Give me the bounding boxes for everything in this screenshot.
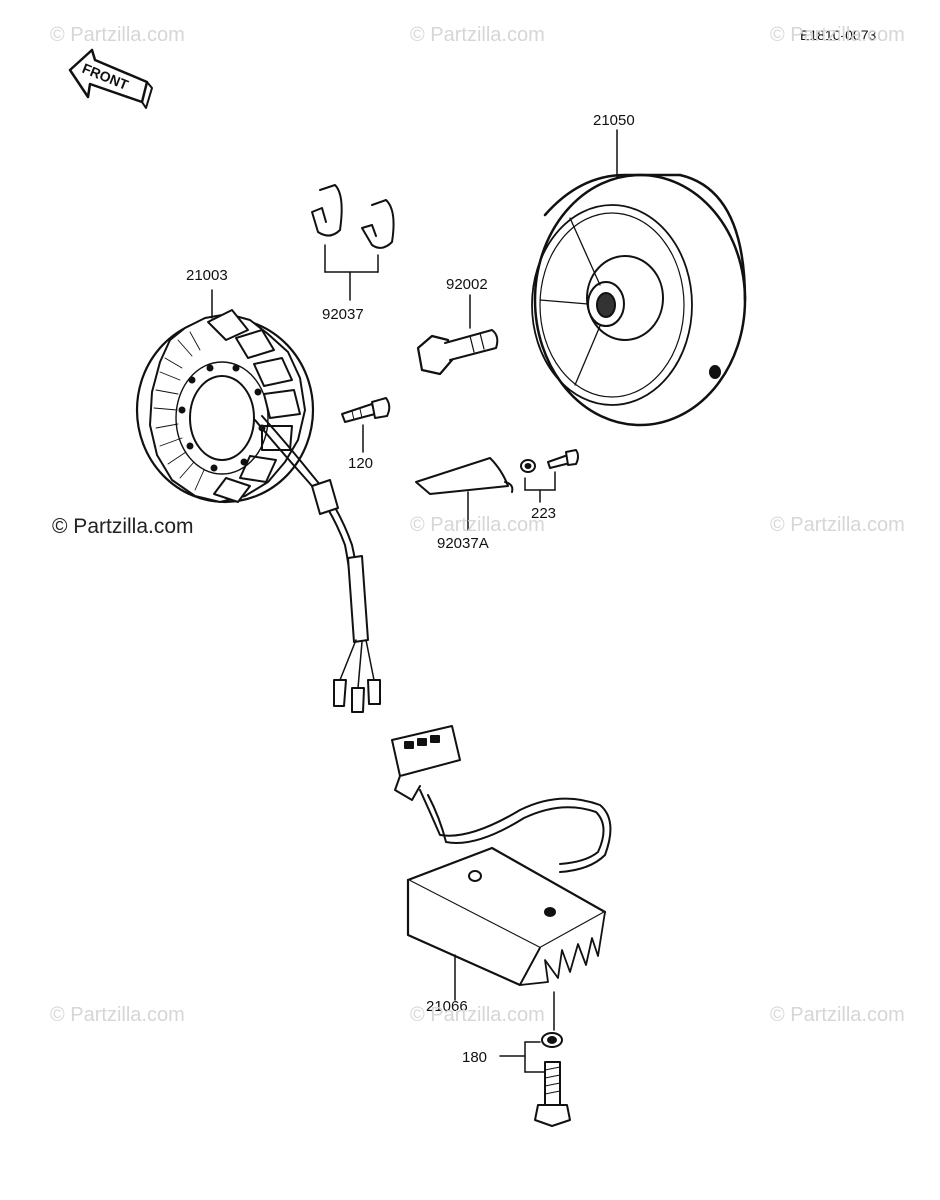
clamp-part [415, 457, 514, 531]
watermark-text: © Partzilla.com [50, 1004, 185, 1026]
stator-part [135, 289, 381, 713]
regulator-part [391, 725, 612, 1031]
watermark-text: © Partzilla.com [410, 24, 545, 46]
bolt-washer-part [499, 1032, 571, 1127]
label-clamp: 92037A [437, 535, 489, 552]
watermark-text: © Partzilla.com [50, 24, 185, 46]
watermark-text: © Partzilla.com [410, 514, 545, 536]
flange-bolt-part [416, 294, 499, 376]
watermark-text: © Partzilla.com [770, 24, 905, 46]
label-regulator: 21066 [426, 998, 468, 1015]
flywheel-part [531, 129, 747, 427]
label-bolt-washer: 180 [462, 1049, 488, 1066]
small-screw-part [341, 397, 391, 453]
label-stator: 21003 [186, 267, 228, 284]
watermark-text: © Partzilla.com [410, 1004, 545, 1026]
label-small-screw: 120 [348, 455, 374, 472]
watermark-main: © Partzilla.com [52, 515, 194, 538]
label-flywheel: 21050 [593, 112, 635, 129]
label-flange-bolt: 92002 [446, 276, 488, 293]
diagram-ref-code: E1810-0073 [800, 27, 877, 43]
washer-screw-part [520, 449, 579, 503]
watermark-text: © Partzilla.com [770, 514, 905, 536]
front-arrow-icon [68, 48, 153, 109]
clips-part [311, 184, 395, 301]
label-washer-screw: 223 [531, 505, 557, 522]
label-clips: 92037 [322, 306, 364, 323]
watermark-text: © Partzilla.com [770, 1004, 905, 1026]
